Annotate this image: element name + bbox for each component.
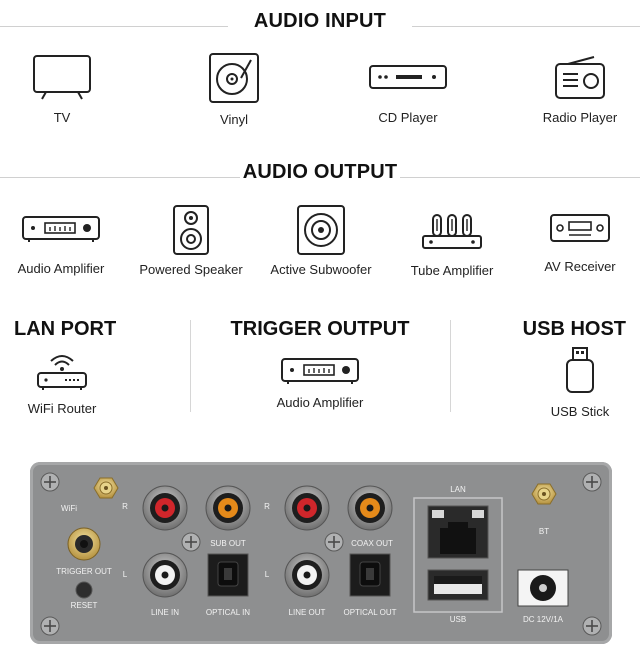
output-label-av-receiver: AV Receiver: [544, 259, 616, 274]
usb-item-usb-stick: USB Stick: [538, 346, 622, 419]
device-rear-panel: WiFi R L SUB OUT R L COAX OUT LAN BT TRI…: [30, 462, 612, 644]
panel-label-bt: BT: [538, 527, 550, 536]
output-label-active-subwoofer: Active Subwoofer: [270, 262, 372, 277]
panel-label-lan: LAN: [450, 485, 466, 494]
output-label-powered-speaker: Powered Speaker: [139, 262, 243, 277]
rca-line-in-r: [142, 485, 188, 531]
tube-amplifier-icon: [422, 214, 482, 249]
trigger-item-audio-amplifier: Audio Amplifier: [262, 357, 378, 410]
output-item-audio-amplifier: Audio Amplifier: [6, 215, 116, 276]
av-receiver-icon: [550, 214, 610, 242]
output-item-tube-amplifier: Tube Amplifier: [398, 209, 506, 278]
audio-output-title: AUDIO OUTPUT: [242, 161, 398, 183]
input-item-radio: Radio Player: [532, 54, 628, 125]
panel-label-coax-out: COAX OUT: [351, 539, 393, 548]
lan-port-title: LAN PORT: [14, 318, 117, 340]
rca-line-out-r: [284, 485, 330, 531]
subwoofer-icon: [297, 205, 345, 255]
audio-output-header: AUDIO OUTPUT: [0, 161, 640, 191]
divider-left: [190, 320, 191, 412]
panel-label-l1: L: [122, 570, 128, 579]
output-item-av-receiver: AV Receiver: [530, 213, 630, 274]
input-label-vinyl: Vinyl: [220, 112, 248, 127]
dc-power-jack: [517, 569, 569, 607]
input-label-radio: Radio Player: [542, 110, 618, 125]
cd-player-icon: [369, 65, 447, 89]
bt-antenna-connector: [531, 483, 557, 505]
panel-label-wifi: WiFi: [61, 504, 77, 513]
panel-label-l2: L: [264, 570, 270, 579]
reset-button: [75, 581, 93, 599]
usb-port: [427, 569, 489, 601]
lan-label-wifi-router: WiFi Router: [27, 401, 97, 416]
lan-item-wifi-router: WiFi Router: [10, 349, 114, 416]
optical-out-port: [349, 553, 391, 597]
audio-input-header: AUDIO INPUT: [0, 10, 640, 40]
speaker-icon: [173, 205, 209, 255]
divider-right: [450, 320, 451, 412]
input-label-tv: TV: [53, 110, 71, 125]
rca-coax-out: [347, 485, 393, 531]
output-label-audio-amplifier: Audio Amplifier: [17, 261, 105, 276]
panel-label-optical-out: OPTICAL OUT: [343, 608, 397, 617]
panel-label-trigger-out: TRIGGER OUT: [56, 567, 112, 576]
trigger-output-title: TRIGGER OUTPUT: [230, 318, 410, 340]
panel-label-line-out: LINE OUT: [288, 608, 326, 617]
panel-label-usb: USB: [449, 615, 467, 624]
output-item-powered-speaker: Powered Speaker: [131, 204, 251, 277]
usb-stick-icon: [566, 347, 594, 393]
vinyl-record-player-icon: [209, 53, 259, 103]
input-item-vinyl: Vinyl: [194, 52, 274, 127]
panel-label-reset: RESET: [70, 601, 98, 610]
trigger-out-jack: [67, 527, 101, 561]
rca-sub-out: [205, 485, 251, 531]
usb-label-usb-stick: USB Stick: [550, 404, 610, 419]
output-item-active-subwoofer: Active Subwoofer: [260, 204, 382, 277]
panel-label-r1: R: [122, 502, 128, 511]
lan-port: [427, 505, 489, 559]
panel-label-sub-out: SUB OUT: [210, 539, 246, 548]
optical-in-port: [207, 553, 249, 597]
panel-graphics: [40, 472, 602, 636]
wifi-router-icon: [37, 355, 87, 390]
input-item-tv: TV: [22, 54, 102, 125]
tv-icon: [33, 55, 91, 100]
panel-label-dc: DC 12V/1A: [522, 615, 564, 624]
wifi-antenna-connector: [93, 477, 119, 499]
panel-label-line-in: LINE IN: [150, 608, 179, 617]
output-label-tube-amplifier: Tube Amplifier: [410, 263, 494, 278]
input-label-cd-player: CD Player: [378, 110, 438, 125]
radio-icon: [555, 56, 605, 99]
panel-label-optical-in: OPTICAL IN: [205, 608, 251, 617]
rca-line-out-l: [284, 552, 330, 598]
trigger-label-audio-amplifier: Audio Amplifier: [276, 395, 364, 410]
amplifier-icon: [22, 216, 100, 242]
audio-input-title: AUDIO INPUT: [253, 10, 387, 32]
rca-line-in-l: [142, 552, 188, 598]
panel-label-r2: R: [264, 502, 270, 511]
usb-host-title: USB HOST: [522, 318, 626, 340]
input-item-cd-player: CD Player: [358, 64, 458, 125]
amplifier-icon: [281, 358, 359, 384]
